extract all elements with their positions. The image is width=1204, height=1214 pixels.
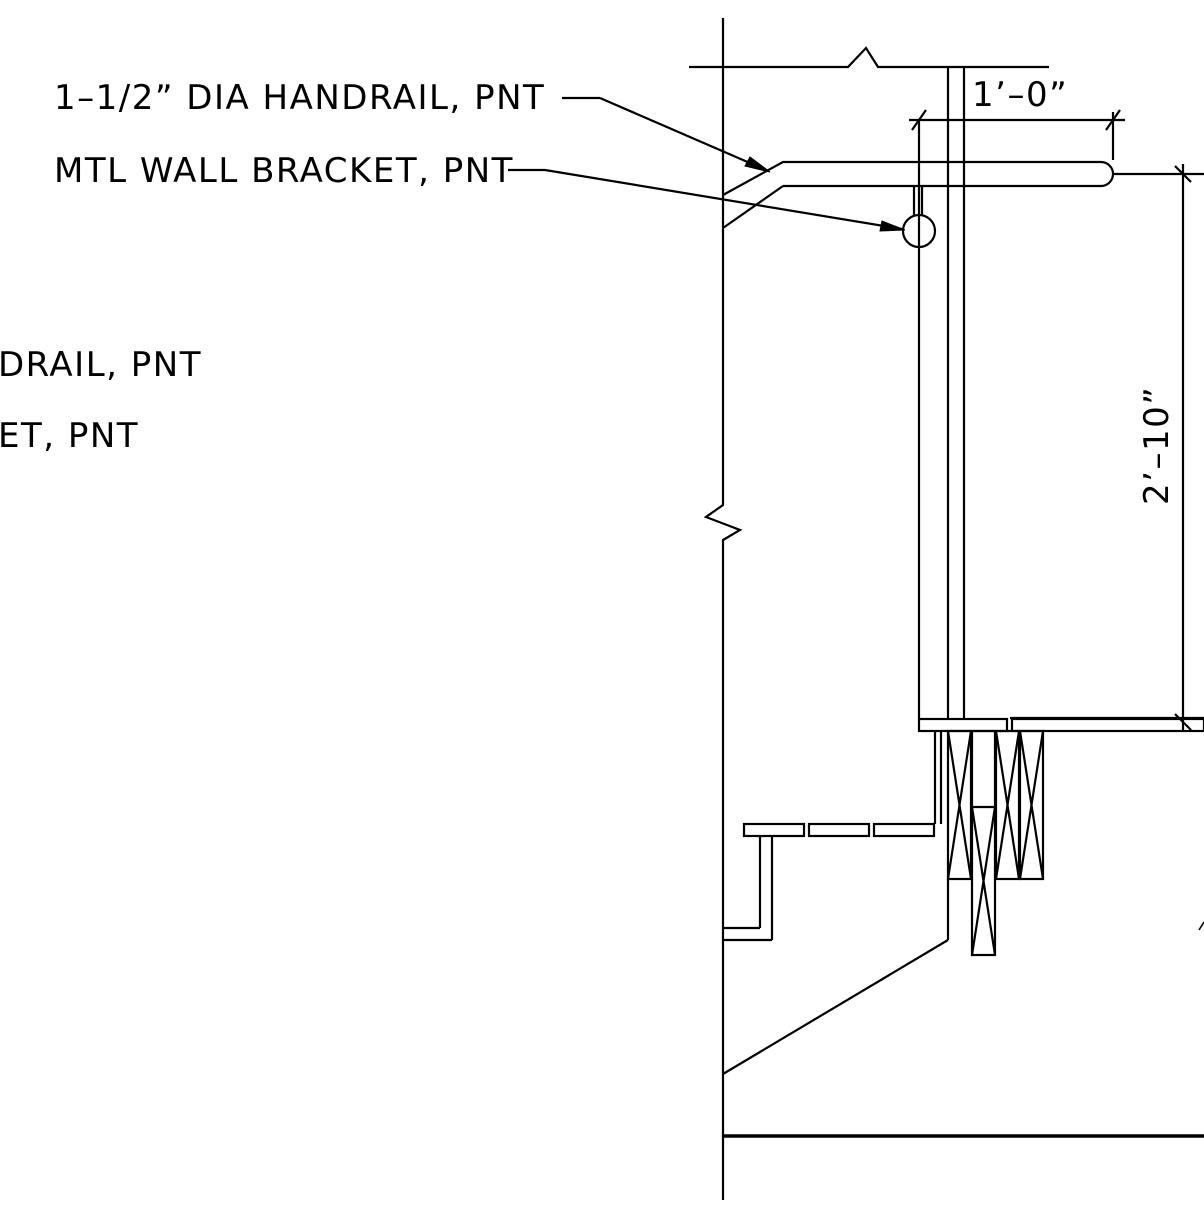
callout-handrail-clipped: DRAIL, PNT	[0, 345, 202, 385]
wall-line	[703, 18, 743, 1200]
framing-members	[946, 729, 1045, 957]
landing-tread	[917, 717, 1204, 733]
stair-stringer	[722, 879, 950, 1075]
partial-mark	[1198, 921, 1204, 931]
newel-post	[946, 67, 966, 718]
callout-bracket-clipped: ET, PNT	[0, 416, 139, 456]
dimension-height-label: 2’–10”	[1137, 386, 1177, 505]
dimension-extension-label: 1’–0”	[972, 75, 1068, 115]
stair-step	[723, 731, 943, 942]
dimension-height: 2’–10”	[1010, 164, 1204, 732]
wall-bracket	[901, 186, 937, 249]
callout-bracket: MTL WALL BRACKET, PNT	[54, 151, 514, 191]
handrail	[722, 160, 1115, 229]
leader-handrail	[562, 96, 771, 173]
leader-bracket	[508, 168, 906, 232]
callout-handrail: 1–1/2” DIA HANDRAIL, PNT	[54, 78, 545, 118]
top-break-line	[689, 46, 1049, 69]
dimension-extension: 1’–0”	[909, 75, 1125, 160]
